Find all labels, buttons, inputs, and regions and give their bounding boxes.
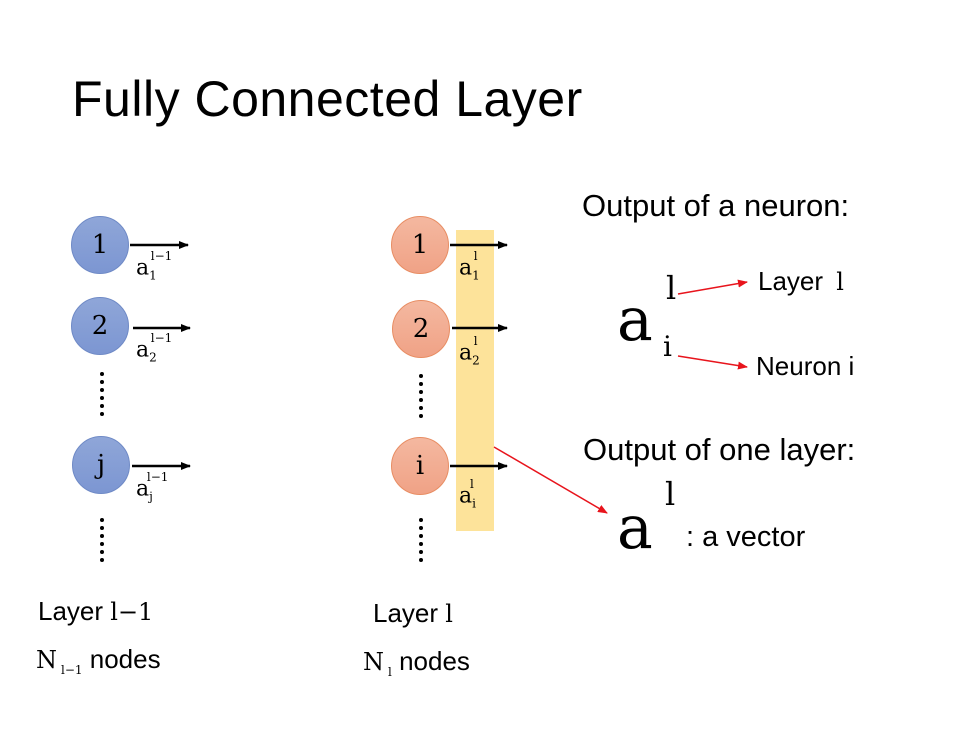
prev-layer-node-j: j (72, 436, 130, 494)
layer-node-2: 2 (392, 300, 450, 358)
var-base: a (136, 255, 150, 281)
var-base: a (459, 483, 473, 509)
count-suffix: nodes (391, 646, 470, 676)
ellipsis-vertical-icon (419, 374, 425, 418)
neuron-output-layer-label: Layer l (758, 266, 844, 297)
prev-layer-output-j: aj l−1 (136, 471, 168, 504)
var-sup: l (469, 477, 474, 491)
var-base: a (459, 340, 473, 366)
var-sup: l−1 (150, 331, 173, 345)
layer-prefix: Layer (38, 596, 111, 626)
count-var: N (363, 648, 384, 676)
node-label: j (96, 450, 106, 480)
ellipsis-vertical-icon (419, 518, 425, 562)
var-sub: 1 (472, 268, 480, 283)
prev-layer-node-1: 1 (71, 216, 129, 274)
pointer-arrow-icon (493, 446, 608, 514)
layer-node-i: i (391, 437, 449, 495)
var-sub: 2 (472, 353, 480, 368)
var-sup: l (473, 249, 478, 263)
var-sup: l (473, 334, 478, 348)
layer-prefix: Layer (373, 598, 446, 628)
layer-name: Layer l (373, 598, 453, 629)
var-sup: l−1 (150, 249, 173, 263)
neuron-output-symbol-sup: l (666, 269, 677, 307)
count-var: N (36, 646, 57, 674)
layer-output-highlight (456, 230, 494, 531)
var-base: a (459, 255, 473, 281)
var-sub: i (472, 496, 476, 511)
layer-output-symbol-base: a (617, 493, 653, 563)
layer-var: l (445, 600, 453, 628)
layer-output-1: a1 l (459, 250, 480, 283)
layer-output-i: ail (459, 478, 476, 511)
var-sup: l−1 (146, 470, 169, 484)
layer-output-description: : a vector (686, 521, 806, 553)
var-sub: j (149, 489, 153, 504)
var-sub: 2 (149, 350, 157, 365)
var-base: a (136, 476, 150, 502)
ellipsis-vertical-icon (100, 372, 106, 416)
neuron-output-symbol-sub: i (663, 330, 672, 363)
slide-title: Fully Connected Layer (72, 71, 583, 127)
neuron-output-neuron-label: Neuron i (756, 351, 855, 381)
prev-layer-name: Layer l−1 (38, 596, 153, 627)
neuron-output-symbol-base: a (617, 285, 653, 355)
layer-prefix: Layer (758, 266, 831, 296)
prev-layer-output-2: a2 l−1 (136, 332, 172, 365)
neuron-output-heading: Output of a neuron: (582, 188, 850, 223)
pointer-arrow-icon (677, 279, 748, 295)
var-sub: 1 (149, 268, 157, 283)
count-sub: l−1 (61, 663, 83, 678)
pointer-arrow-icon (677, 355, 748, 370)
prev-layer-node-2: 2 (71, 297, 129, 355)
layer-output-heading: Output of one layer: (583, 432, 856, 467)
var-base: a (136, 337, 150, 363)
layer-output-symbol-sup: l (665, 475, 676, 513)
ellipsis-vertical-icon (100, 518, 106, 562)
node-label: 2 (91, 311, 109, 341)
prev-layer-output-1: a1 l−1 (136, 250, 172, 283)
node-label: 2 (412, 314, 430, 344)
node-label: i (415, 451, 425, 481)
layer-output-2: a2 l (459, 335, 480, 368)
count-sub: l (388, 665, 392, 680)
node-label: 1 (411, 230, 429, 260)
layer-var: l−1 (110, 598, 154, 626)
layer-var: l (836, 268, 844, 296)
count-suffix: nodes (82, 644, 161, 674)
layer-node-1: 1 (391, 216, 449, 274)
node-label: 1 (91, 230, 109, 260)
